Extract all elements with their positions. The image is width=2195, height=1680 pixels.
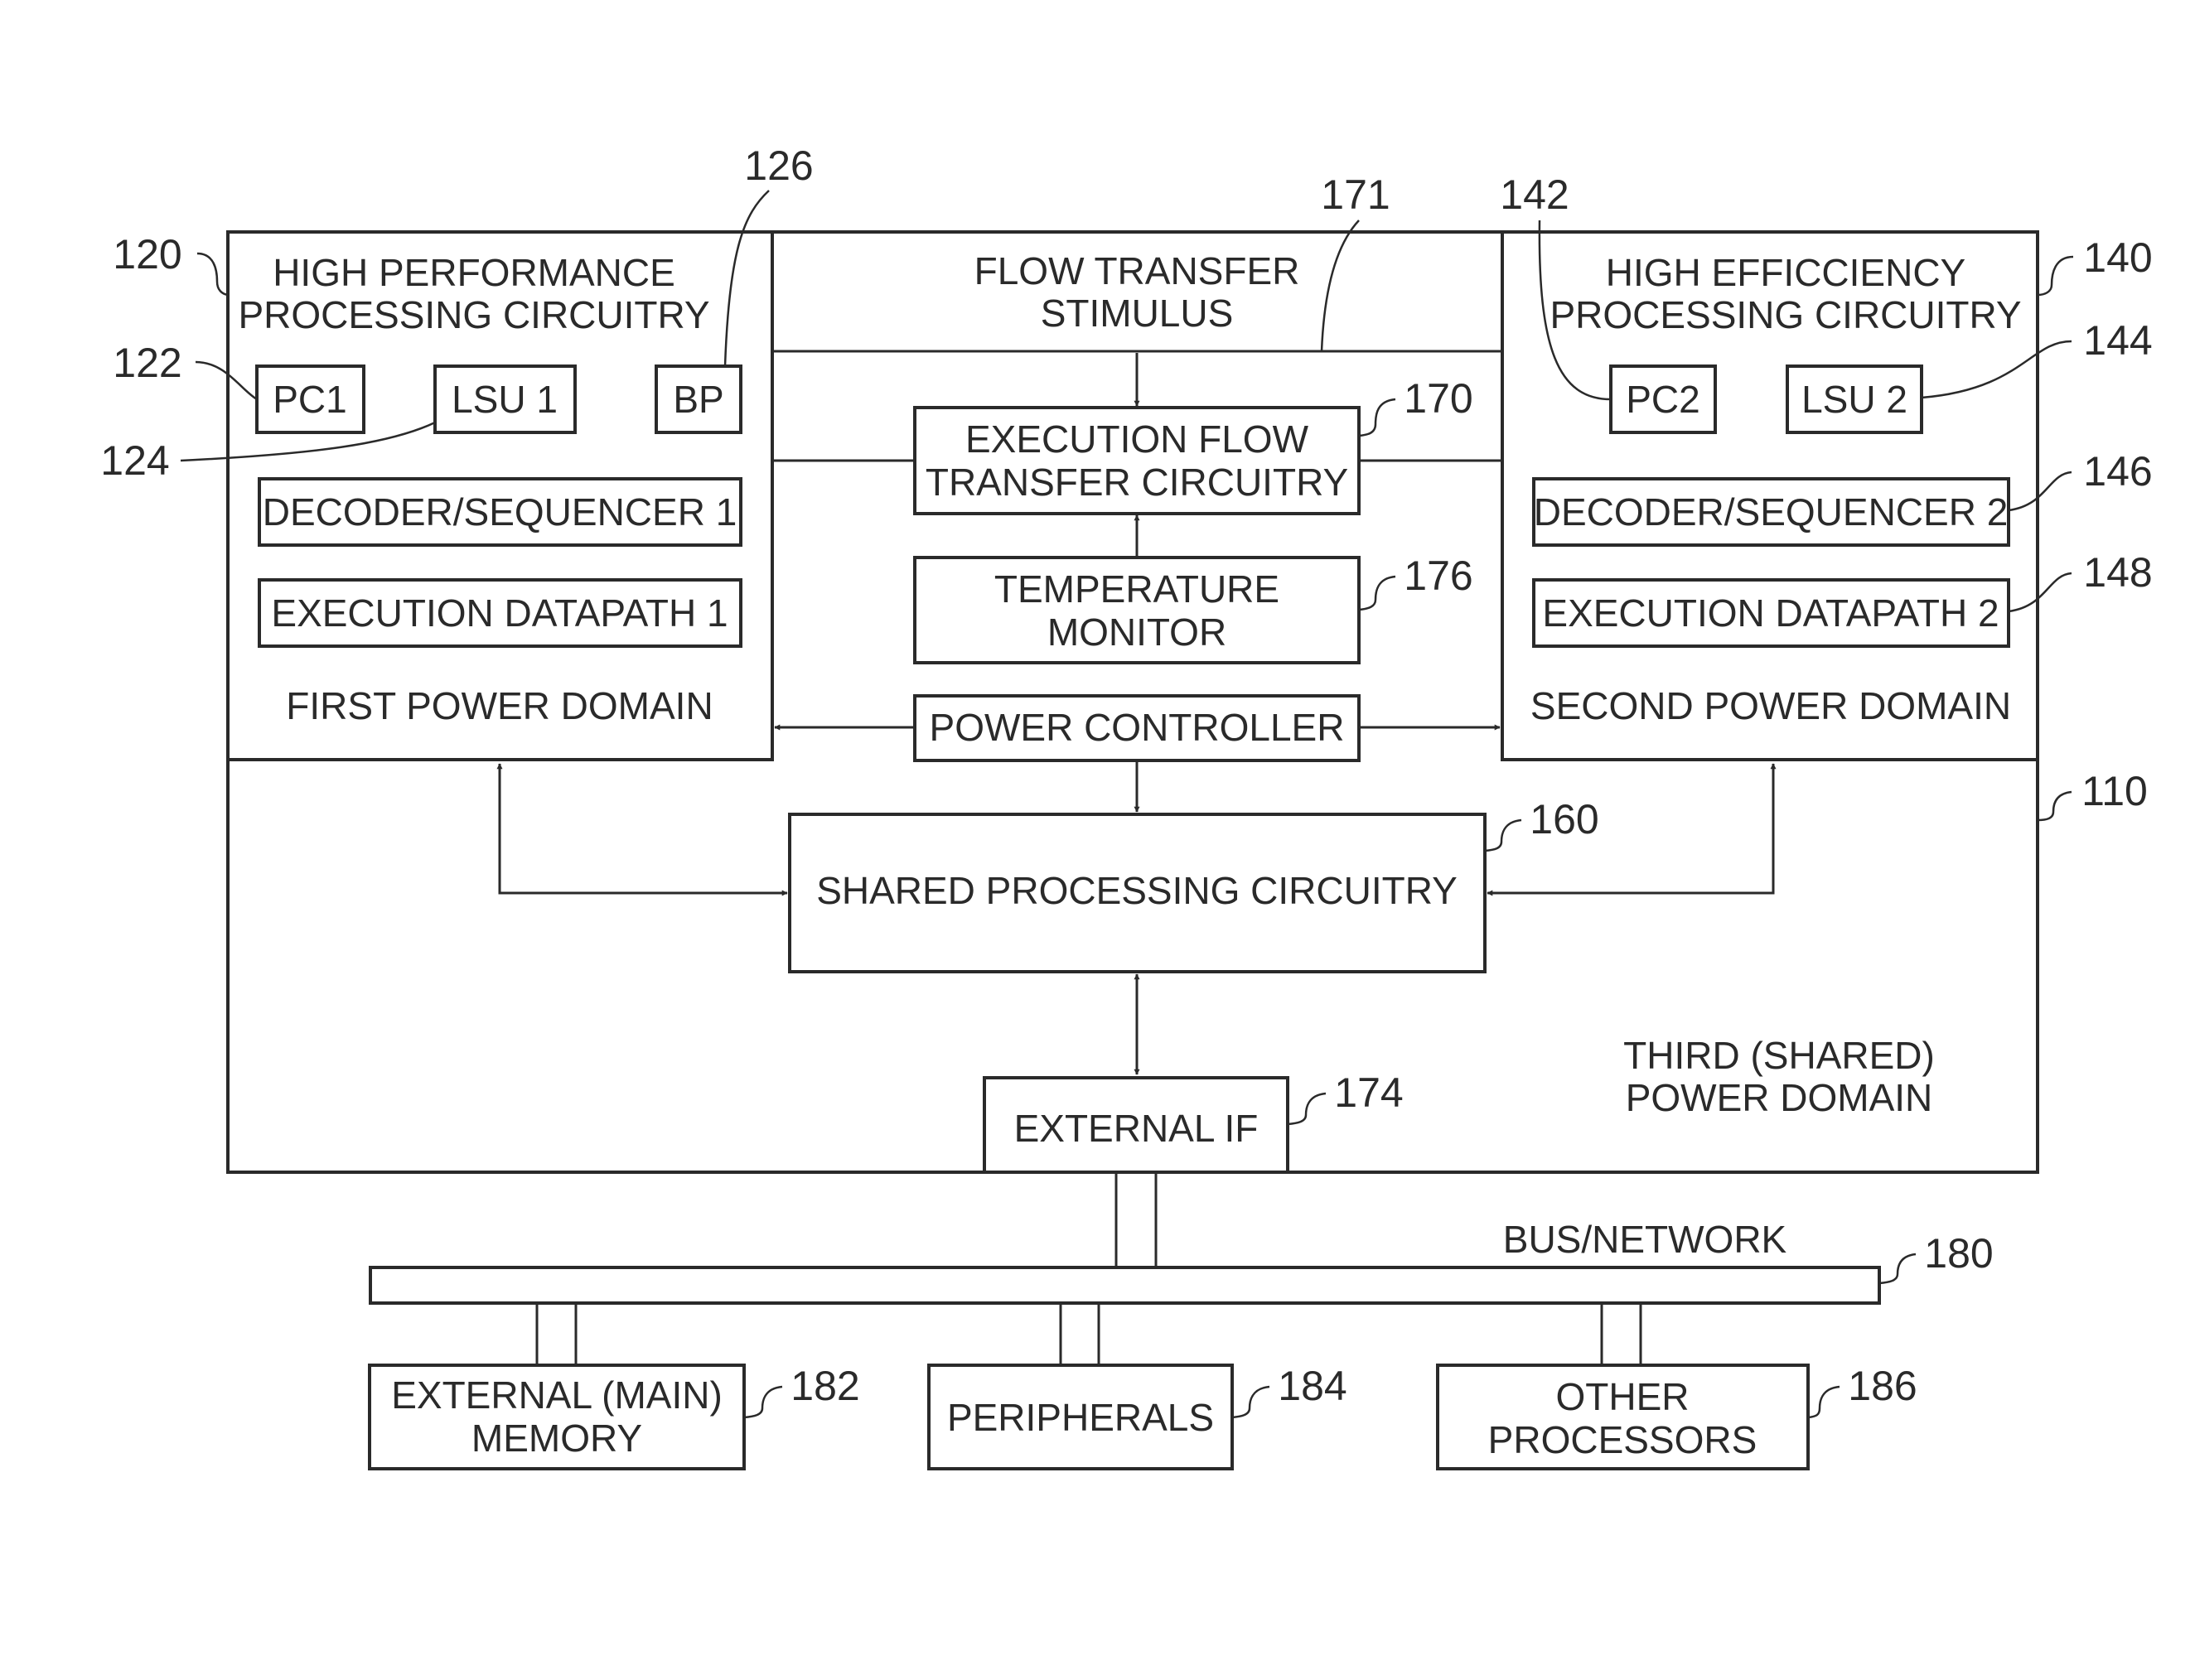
ref-148: 148 — [2083, 549, 2152, 596]
shared-processing-label: SHARED PROCESSING CIRCUITRY — [816, 869, 1458, 912]
pc1-label: PC1 — [273, 378, 346, 421]
leader-120 — [197, 253, 228, 295]
ref-142: 142 — [1500, 171, 1569, 218]
execution-datapath-2-label: EXECUTION DATAPATH 2 — [1542, 591, 1999, 635]
leader-171 — [1322, 220, 1359, 351]
leader-180 — [1879, 1254, 1916, 1283]
other-processors-line2: PROCESSORS — [1488, 1418, 1757, 1461]
hp-title-line1: HIGH PERFORMANCE — [273, 251, 675, 294]
second-power-domain-label: SECOND POWER DOMAIN — [1530, 684, 2011, 727]
other-processors-line1: OTHER — [1556, 1375, 1690, 1418]
leader-124 — [181, 422, 435, 461]
bp-label: BP — [673, 378, 723, 421]
ref-180: 180 — [1924, 1230, 1993, 1277]
execution-datapath-1-label: EXECUTION DATAPATH 1 — [271, 591, 728, 635]
ref-174: 174 — [1334, 1069, 1403, 1116]
leader-182 — [744, 1387, 782, 1417]
leader-140 — [2038, 257, 2073, 295]
third-power-domain-line2: POWER DOMAIN — [1626, 1076, 1933, 1119]
power-controller-label: POWER CONTROLLER — [930, 706, 1345, 749]
leader-160 — [1485, 820, 1521, 851]
ref-160: 160 — [1530, 796, 1598, 842]
ref-144: 144 — [2083, 317, 2152, 364]
leader-144 — [1922, 341, 2072, 398]
ref-184: 184 — [1278, 1363, 1346, 1409]
temp-line1: TEMPERATURE — [994, 567, 1279, 611]
pc2-label: PC2 — [1626, 378, 1699, 421]
ref-146: 146 — [2083, 448, 2152, 495]
leader-126 — [725, 191, 769, 366]
decoder-sequencer-2-label: DECODER/SEQUENCER 2 — [1534, 490, 2009, 533]
ref-120: 120 — [113, 231, 181, 278]
ref-110: 110 — [2081, 768, 2148, 814]
high-performance-block: HIGH PERFORMANCE PROCESSING CIRCUITRY PC… — [228, 232, 772, 760]
bus-network-bar — [370, 1267, 1879, 1303]
leader-170 — [1359, 399, 1395, 436]
lsu1-label: LSU 1 — [452, 378, 558, 421]
temp-line2: MONITOR — [1047, 611, 1226, 654]
external-memory-line1: EXTERNAL (MAIN) — [391, 1373, 723, 1417]
hp-title-line2: PROCESSING CIRCUITRY — [238, 293, 709, 336]
bus-network-label: BUS/NETWORK — [1503, 1218, 1787, 1261]
he-title-line1: HIGH EFFICCIENCY — [1606, 251, 1965, 294]
ref-186: 186 — [1848, 1363, 1917, 1409]
third-power-domain-line1: THIRD (SHARED) — [1623, 1034, 1935, 1077]
high-efficiency-block: HIGH EFFICCIENCY PROCESSING CIRCUITRY PC… — [1502, 232, 2038, 760]
leader-174 — [1288, 1093, 1326, 1124]
leader-186 — [1808, 1387, 1840, 1417]
leader-176 — [1359, 577, 1395, 610]
first-power-domain-label: FIRST POWER DOMAIN — [286, 684, 713, 727]
eftc-line2: TRANSFER CIRCUITRY — [926, 461, 1348, 504]
lsu2-label: LSU 2 — [1801, 378, 1907, 421]
eftc-line1: EXECUTION FLOW — [965, 418, 1309, 461]
flow-transfer-stimulus-line2: STIMULUS — [1041, 292, 1234, 335]
ref-171: 171 — [1321, 171, 1390, 218]
flow-transfer-stimulus-line1: FLOW TRANSFER — [974, 249, 1300, 292]
leader-148 — [2009, 573, 2072, 611]
ref-140: 140 — [2083, 234, 2152, 281]
he-title-line2: PROCESSING CIRCUITRY — [1550, 293, 2021, 336]
external-memory-line2: MEMORY — [471, 1417, 642, 1460]
ref-182: 182 — [790, 1363, 859, 1409]
decoder-sequencer-1-label: DECODER/SEQUENCER 1 — [263, 490, 737, 533]
external-if-label: EXTERNAL IF — [1014, 1107, 1259, 1150]
ref-122: 122 — [113, 340, 181, 386]
leader-184 — [1232, 1387, 1269, 1417]
ref-170: 170 — [1404, 375, 1472, 422]
ref-124: 124 — [100, 437, 169, 484]
first-domain-to-shared-arrow — [500, 764, 787, 893]
peripherals-label: PERIPHERALS — [947, 1396, 1214, 1439]
leader-146 — [2009, 472, 2072, 510]
leader-110 — [2038, 792, 2072, 820]
ref-126: 126 — [744, 142, 813, 189]
ref-176: 176 — [1404, 553, 1472, 599]
